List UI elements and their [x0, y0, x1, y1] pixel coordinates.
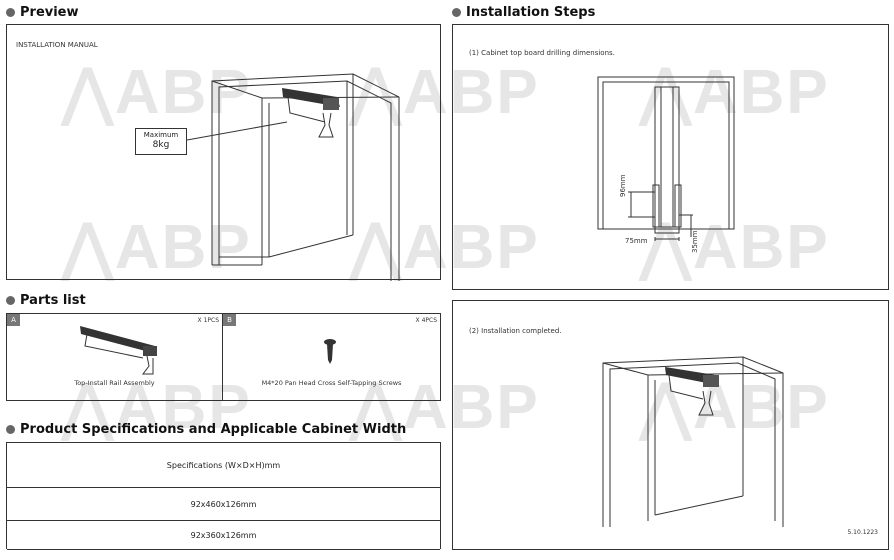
part-qty: X 4PCS	[415, 317, 437, 324]
part-name: M4*20 Pan Head Cross Self-Tapping Screws	[261, 379, 402, 387]
parts-heading: Parts list	[6, 293, 86, 308]
heading-text: Parts list	[20, 293, 86, 308]
specs-table: Specifications (W×D×H)mm 92x460x126mm 92…	[6, 442, 441, 550]
dim-96-label: 96mm	[619, 174, 627, 197]
screw-icon	[324, 339, 336, 364]
heading-text: Preview	[20, 5, 79, 20]
installed-cabinet-illustration	[602, 356, 784, 527]
preview-panel: INSTALLATION MANUAL Maximum 8kg	[6, 24, 441, 281]
part-b-card: B X 4PCS M4*20 Pan Head Cross Self-Tappi…	[222, 313, 441, 401]
rail-assembly-icon	[80, 326, 157, 375]
heading-text: Product Specifications and Applicable Ca…	[20, 422, 407, 437]
cabinet-with-rail-illustration	[186, 73, 400, 281]
heading-text: Installation Steps	[466, 5, 596, 20]
bullet-icon	[6, 425, 15, 434]
max-load-callout: Maximum 8kg	[135, 128, 187, 155]
part-a-card: A X 1PCS Top-Install Rail Assembly	[6, 313, 223, 401]
part-name: Top-Install Rail Assembly	[74, 379, 155, 387]
table-row: 92x360x126mm	[7, 521, 440, 550]
spec-value: 92x360x126mm	[190, 530, 257, 540]
step2-panel: (2) Installation completed. 5.10.1223	[452, 300, 889, 550]
specs-header: Specifications (W×D×H)mm	[166, 460, 281, 470]
part-tag: B	[223, 314, 236, 326]
table-row: 92x460x126mm	[7, 488, 440, 521]
bullet-icon	[6, 8, 15, 17]
spec-value: 92x460x126mm	[190, 499, 257, 509]
part-tag: A	[7, 314, 20, 326]
drilling-dimensions-diagram: 96mm 75mm 35mm	[597, 76, 735, 253]
step2-caption: (2) Installation completed.	[469, 327, 562, 335]
callout-text: Maximum	[143, 131, 179, 139]
step1-panel: (1) Cabinet top board drilling dimension…	[452, 24, 889, 290]
specs-header-row: Specifications (W×D×H)mm	[7, 443, 440, 488]
callout-value: 8kg	[152, 139, 170, 150]
installation-heading: Installation Steps	[452, 5, 595, 20]
bullet-icon	[452, 8, 461, 17]
dim-75-label: 75mm	[625, 237, 648, 245]
part-qty: X 1PCS	[197, 317, 219, 324]
bullet-icon	[6, 296, 15, 305]
dim-35-label: 35mm	[691, 230, 699, 253]
preview-heading: Preview	[6, 5, 79, 20]
document-code: 5.10.1223	[847, 529, 878, 536]
manual-label: INSTALLATION MANUAL	[16, 41, 98, 49]
specs-heading: Product Specifications and Applicable Ca…	[6, 422, 406, 437]
step1-caption: (1) Cabinet top board drilling dimension…	[469, 49, 615, 57]
